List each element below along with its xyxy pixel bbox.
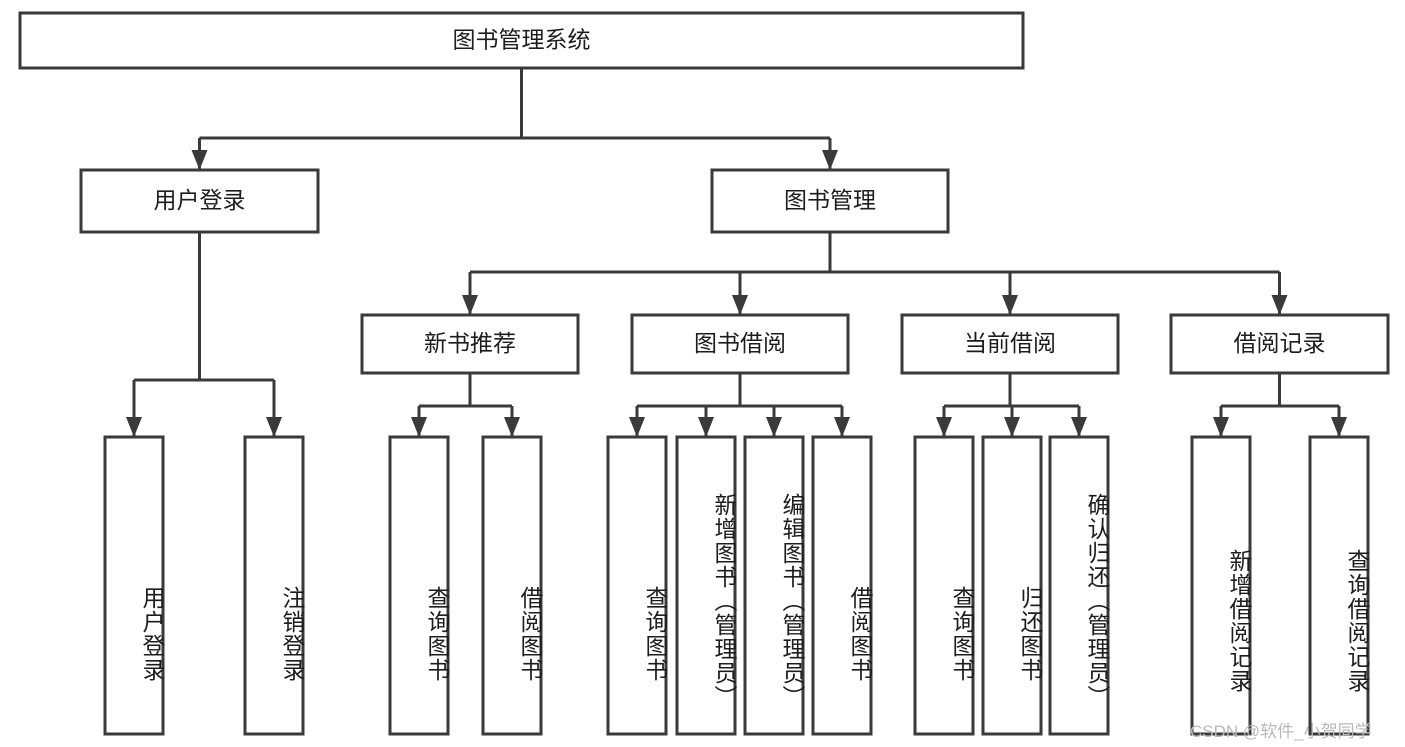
arrow-head-icon — [1271, 295, 1288, 315]
arrow-head-icon — [411, 417, 427, 437]
arrow-head-icon — [462, 295, 478, 315]
node-label-book-manage: 图书管理 — [784, 187, 876, 213]
node-box-root[interactable] — [18, 11, 1025, 70]
arrow-head-icon — [766, 417, 782, 437]
node-box-leaf-add-book[interactable] — [675, 435, 737, 736]
node-box-leaf-confirm-return[interactable] — [1048, 435, 1110, 736]
node-box-borrow-record[interactable] — [1169, 313, 1390, 375]
node-box-user-login[interactable] — [79, 168, 320, 234]
node-box-leaf-return-book[interactable] — [981, 435, 1043, 736]
arrow-head-icon — [698, 417, 714, 437]
node-box-new-book-rec[interactable] — [360, 313, 580, 375]
arrow-head-icon — [834, 417, 850, 437]
node-box-leaf-borrow-book-rec[interactable] — [481, 435, 543, 736]
node-box-leaf-borrow-book[interactable] — [811, 435, 873, 736]
node-label-new-book-rec: 新书推荐 — [424, 330, 516, 356]
node-box-leaf-query-book[interactable] — [606, 435, 668, 736]
node-box-book-borrow[interactable] — [630, 313, 850, 375]
node-box-current-borrow[interactable] — [900, 313, 1120, 375]
node-box-leaf-query-book-cur[interactable] — [913, 435, 975, 736]
arrow-head-icon — [1071, 417, 1087, 437]
node-label-root: 图书管理系统 — [453, 27, 591, 53]
node-box-leaf-query-record[interactable] — [1308, 435, 1370, 736]
arrow-head-icon — [936, 417, 952, 437]
node-label-book-borrow: 图书借阅 — [694, 330, 786, 356]
node-label-current-borrow: 当前借阅 — [964, 330, 1056, 356]
node-box-leaf-user-login[interactable] — [103, 435, 165, 736]
node-box-leaf-add-record[interactable] — [1190, 435, 1252, 736]
arrow-head-icon — [504, 417, 520, 437]
arrow-head-icon — [1213, 417, 1229, 437]
node-label-borrow-record: 借阅记录 — [1234, 330, 1326, 356]
arrow-head-icon — [1002, 295, 1018, 315]
arrow-head-icon — [1331, 417, 1347, 437]
node-label-user-login: 用户登录 — [154, 187, 246, 213]
node-box-leaf-logout-login[interactable] — [243, 435, 305, 736]
connectors-layer — [126, 68, 1347, 437]
node-box-leaf-query-book-rec[interactable] — [388, 435, 450, 736]
arrow-head-icon — [629, 417, 645, 437]
node-box-book-manage[interactable] — [710, 168, 950, 234]
arrow-head-icon — [822, 150, 838, 170]
arrow-head-icon — [732, 295, 748, 315]
arrow-head-icon — [1004, 417, 1020, 437]
csdn-watermark: CSDN @软件_小贺同学 — [1190, 722, 1372, 741]
boxes-layer — [18, 11, 1390, 736]
arrow-head-icon — [126, 417, 142, 437]
node-box-leaf-edit-book[interactable] — [743, 435, 805, 736]
arrow-head-icon — [266, 417, 282, 437]
arrow-head-icon — [191, 150, 208, 170]
